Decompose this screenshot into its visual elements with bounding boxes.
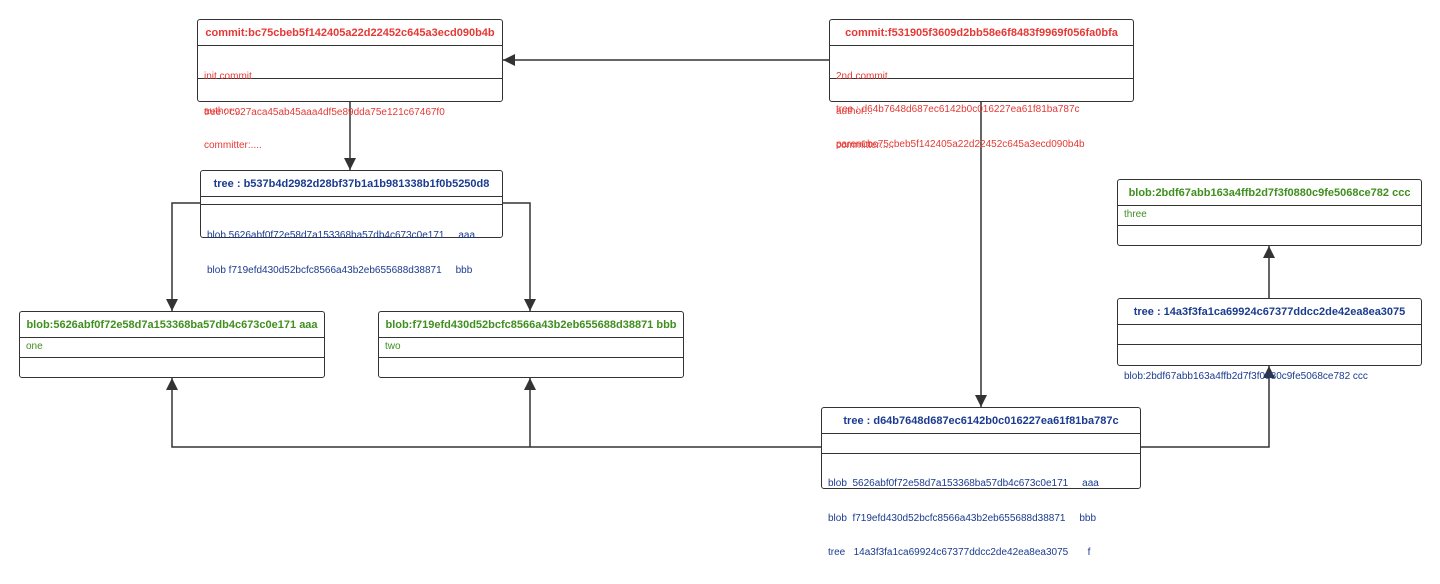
- tree-node-title: tree : 14a3f3fa1ca69924c67377ddcc2de42ea…: [1118, 299, 1421, 325]
- blob-node-aaa[interactable]: blob:5626abf0f72e58d7a153368ba57db4c673c…: [19, 311, 325, 378]
- tree-node-spacer: [201, 197, 502, 205]
- tree-entry: tree 14a3f3fa1ca69924c67377ddcc2de42ea8e…: [828, 547, 1091, 558]
- blob-node-title: blob:2bdf67abb163a4ffb2d7f3f0880c9fe5068…: [1118, 180, 1421, 206]
- blob-node-content: two: [379, 338, 683, 358]
- tree-node-spacer: [1118, 325, 1421, 345]
- tree-node-title: tree : b537b4d2982d28bf37b1a1b981338b1f0…: [201, 171, 502, 197]
- edge-tree2-to-tree-f: [1141, 366, 1275, 448]
- tree-node-root-2[interactable]: tree : d64b7648d687ec6142b0c016227ea61f8…: [821, 407, 1141, 558]
- edge-tree1-to-blob-aaa: [166, 202, 202, 311]
- tree-node-entries: blob:2bdf67abb163a4ffb2d7f3f0880c9fe5068…: [1118, 345, 1421, 408]
- diagram-edges: [166, 54, 1275, 448]
- blob-node-title: blob:f719efd430d52bcfc8566a43b2eb655688d…: [379, 312, 683, 338]
- commit-message: 2nd commit: [836, 71, 888, 82]
- edge-tree1-to-blob-bbb: [502, 202, 536, 311]
- commit-message: init commit: [204, 71, 252, 82]
- tree-entry: blob f719efd430d52bcfc8566a43b2eb655688d…: [828, 512, 1097, 524]
- commit-node-refs: tree : d64b7648d687ec6142b0c016227ea61f8…: [830, 79, 1133, 175]
- commit-author: author:..: [204, 105, 241, 117]
- blob-node-ccc[interactable]: blob:2bdf67abb163a4ffb2d7f3f0880c9fe5068…: [1117, 179, 1422, 246]
- blob-node-bbb[interactable]: blob:f719efd430d52bcfc8566a43b2eb655688d…: [378, 311, 684, 378]
- commit-tree-ref: tree : d64b7648d687ec6142b0c016227ea61f8…: [836, 104, 1080, 115]
- tree-entry: blob:2bdf67abb163a4ffb2d7f3f0880c9fe5068…: [1124, 371, 1368, 382]
- commit-tree-ref: tree : c927aca45ab45aaa4df5e89dda75e121c…: [204, 107, 445, 118]
- commit-node-refs: tree : c927aca45ab45aaa4df5e89dda75e121c…: [198, 79, 502, 144]
- tree-node-spacer: [822, 434, 1140, 454]
- blob-node-content: three: [1118, 206, 1421, 226]
- tree-node-root-1[interactable]: tree : b537b4d2982d28bf37b1a1b981338b1f0…: [200, 170, 503, 276]
- commit-node-title: commit:bc75cbeb5f142405a22d22452c645a3ec…: [198, 20, 502, 46]
- tree-node-entries: blob 5626abf0f72e58d7a153368ba57db4c673c…: [201, 205, 502, 301]
- commit-parent-ref: parent:bc75cbeb5f142405a22d22452c645a3ec…: [836, 138, 1085, 150]
- commit-author: author:..: [836, 105, 873, 117]
- commit-node-title: commit:f531905f3609d2bb58e6f8483f9969f05…: [830, 20, 1133, 46]
- commit-node-second[interactable]: commit:f531905f3609d2bb58e6f8483f9969f05…: [829, 19, 1134, 151]
- commit-node-init[interactable]: commit:bc75cbeb5f142405a22d22452c645a3ec…: [197, 19, 503, 151]
- tree-entry: blob 5626abf0f72e58d7a153368ba57db4c673c…: [207, 230, 476, 241]
- blob-node-title: blob:5626abf0f72e58d7a153368ba57db4c673c…: [20, 312, 324, 338]
- tree-node-entries: blob 5626abf0f72e58d7a153368ba57db4c673c…: [822, 454, 1140, 584]
- tree-node-title: tree : d64b7648d687ec6142b0c016227ea61f8…: [822, 408, 1140, 434]
- commit-committer: committer:....: [204, 140, 262, 151]
- commit-committer: committer:....: [836, 140, 894, 151]
- commit-node-info: init commit author:.. committer:....: [198, 46, 502, 151]
- blob-node-content: one: [20, 338, 324, 358]
- edge-tree2-to-blob-aaa: [166, 378, 822, 448]
- commit-node-info: 2nd commit author:.. committer:....: [830, 46, 1133, 151]
- tree-node-f[interactable]: tree : 14a3f3fa1ca69924c67377ddcc2de42ea…: [1117, 298, 1422, 382]
- tree-entry: blob f719efd430d52bcfc8566a43b2eb655688d…: [207, 264, 473, 276]
- tree-entry: blob 5626abf0f72e58d7a153368ba57db4c673c…: [828, 478, 1099, 489]
